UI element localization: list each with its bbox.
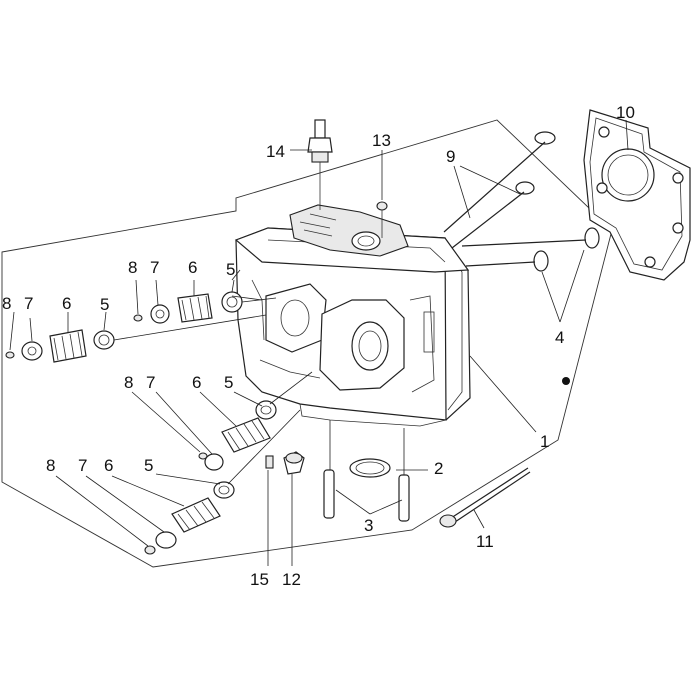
callout-5: 5: [100, 295, 109, 314]
callout-8: 8: [124, 373, 133, 392]
assembly-frame: [1, 119, 613, 568]
callout-10: 10: [616, 103, 635, 122]
callout-6: 6: [192, 373, 201, 392]
stud-bolt: [439, 467, 531, 528]
callout-7: 7: [146, 373, 155, 392]
head-gasket: [583, 109, 691, 281]
callout-13: 13: [372, 131, 391, 150]
callout-6: 6: [188, 258, 197, 277]
callout-7: 7: [78, 456, 87, 475]
callout-3: 3: [364, 516, 373, 535]
valves-lower: [461, 227, 600, 272]
spark-plug: [307, 119, 333, 210]
callout-1: 1: [540, 432, 549, 451]
callout-9: 9: [446, 147, 455, 166]
callout-labels: 1 2 3 4 5 5 5 5 6 6 6 6 7 7 7 7 8 8 8 8 …: [2, 103, 635, 589]
callout-14: 14: [266, 142, 285, 161]
callout-7: 7: [150, 258, 159, 277]
reference-dot: [562, 377, 570, 385]
callout-5: 5: [144, 456, 153, 475]
small-screw: [376, 201, 388, 238]
leader-lines: [9, 119, 629, 566]
plug-and-fitting: [265, 451, 305, 475]
callout-8: 8: [2, 294, 11, 313]
callout-15: 15: [250, 570, 269, 589]
callout-5: 5: [224, 373, 233, 392]
valves-upper: [443, 131, 556, 249]
callout-6: 6: [62, 294, 71, 313]
callout-8: 8: [128, 258, 137, 277]
callout-8: 8: [46, 456, 55, 475]
valve-spring-set-d: [144, 409, 301, 555]
callout-6: 6: [104, 456, 113, 475]
dowel-pins: [323, 420, 410, 522]
callout-7: 7: [24, 294, 33, 313]
callout-12: 12: [282, 570, 301, 589]
valve-spring-set-b: [5, 314, 267, 363]
callout-4: 4: [555, 328, 564, 347]
callout-2: 2: [434, 459, 443, 478]
o-ring: [349, 458, 391, 478]
callout-11: 11: [476, 532, 494, 551]
cylinder-head: [234, 204, 471, 427]
callout-5: 5: [226, 260, 235, 279]
